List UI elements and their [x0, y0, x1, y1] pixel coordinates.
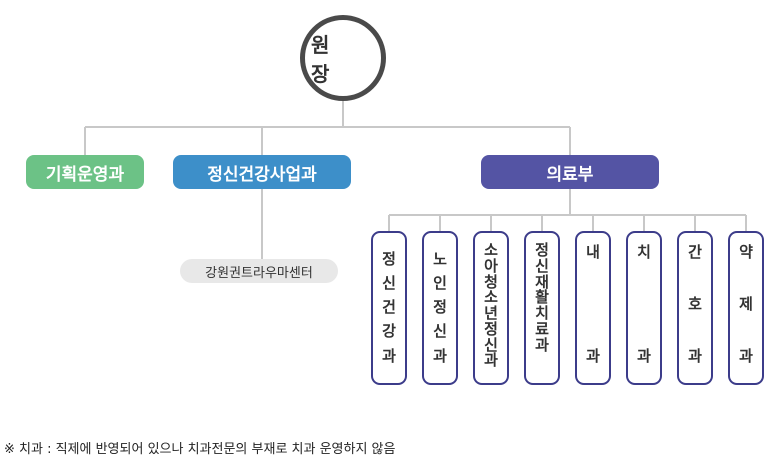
dept-char: 제 [739, 295, 753, 314]
medical-department: 의료부 [481, 155, 659, 189]
dept-char: 내 [586, 243, 600, 261]
dept-char: 재 [535, 272, 549, 291]
dept-char: 아 [484, 256, 498, 275]
dept-char: 과 [382, 346, 396, 365]
dept-char: 강 [382, 322, 396, 341]
trauma-center-node: 강원권트라우마센터 [180, 259, 338, 283]
director-node: 원 장 [300, 15, 386, 101]
dept-char: 신 [535, 256, 549, 275]
dept-char: 신 [433, 322, 447, 341]
dept-char: 청 [484, 272, 498, 291]
dept-char: 료 [535, 319, 549, 338]
dept-char: 과 [586, 347, 600, 366]
dept-char: 과 [688, 347, 702, 366]
dept-char: 과 [739, 347, 753, 366]
dept-char: 소 [484, 288, 498, 307]
planning-operations-division: 기획운영과 [26, 155, 144, 189]
dept-char: 정 [433, 298, 447, 317]
dept-char: 소 [484, 241, 498, 259]
dept-char: 인 [433, 273, 447, 292]
dept-char: 정 [382, 249, 396, 268]
dept-char: 노 [433, 249, 447, 268]
dept-char: 정 [535, 241, 549, 259]
dept-char: 과 [484, 351, 498, 370]
dept-char: 신 [484, 335, 498, 354]
dept-char: 정 [484, 319, 498, 338]
dept-char: 활 [535, 288, 549, 307]
footnote: ※ 치과 : 직제에 반영되어 있으나 치과전문의 부재로 치과 운영하지 않음 [4, 442, 396, 457]
dept-char: 과 [433, 346, 447, 365]
dept-char: 호 [688, 295, 702, 314]
dept-char: 치 [535, 304, 549, 322]
dept-char: 과 [637, 347, 651, 366]
dept-char: 건 [382, 298, 396, 317]
dept-char: 년 [484, 304, 498, 322]
dept-char: 치 [637, 243, 651, 261]
mental-health-project-division: 정신건강사업과 [173, 155, 351, 189]
dept-char: 신 [382, 273, 396, 292]
dept-char: 간 [688, 243, 702, 261]
dept-char: 과 [535, 335, 549, 354]
dept-char: 약 [739, 243, 753, 261]
